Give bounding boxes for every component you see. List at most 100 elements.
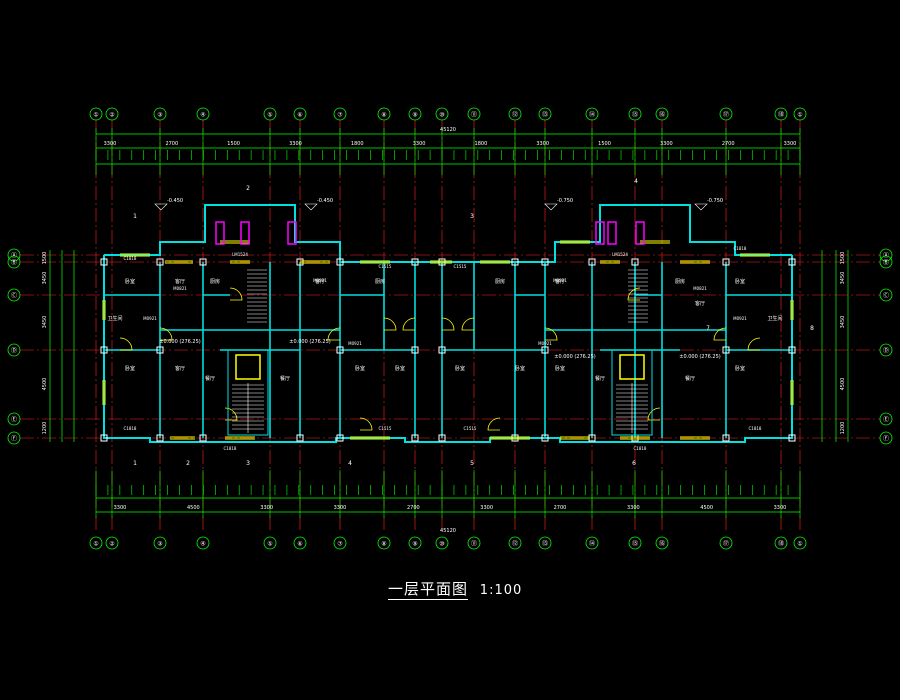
column: [631, 258, 639, 266]
axis-bubble-label: ⑤: [267, 112, 272, 119]
room-label: 餐厅: [595, 375, 605, 382]
column: [722, 434, 730, 442]
axis-bubble: [7, 412, 21, 426]
room-label: 厨房: [375, 278, 385, 285]
room-label: 餐厅: [280, 375, 290, 382]
axis-bubble-label: ⑬: [542, 540, 548, 548]
column: [296, 258, 304, 266]
axis-bubble-label: ⑫: [512, 111, 518, 119]
level-text: -0.450: [317, 198, 333, 204]
section-number: 3: [470, 213, 474, 220]
stair-well: [611, 349, 653, 436]
axis-bubble: [538, 536, 552, 550]
axis-bubble-label: Ⓕ: [883, 435, 889, 443]
axis-bubble-label: ②: [109, 112, 115, 119]
dimension-text: 1800: [475, 141, 488, 147]
elevator-shaft: [619, 354, 645, 380]
door-swing: [627, 287, 641, 301]
axis-bubble-label: ⑯: [659, 540, 665, 548]
axis-bubble: [774, 107, 788, 121]
door-swing: [461, 317, 475, 331]
door-swing: [327, 327, 341, 341]
room-label: 卧室: [735, 278, 745, 285]
axis-bubble-label: ①: [93, 112, 98, 119]
column: [438, 434, 446, 442]
column: [411, 434, 419, 442]
dimension-text: 3300: [260, 505, 273, 511]
axis-bubble: [89, 536, 103, 550]
axis-bubble-label: Ⓑ: [883, 259, 889, 267]
element-tag: C1818: [224, 446, 237, 451]
room-label: 卧室: [125, 365, 135, 372]
dimension-text: 3300: [334, 505, 347, 511]
dimension-text-right: 1200: [840, 422, 846, 435]
axis-bubble: [7, 248, 21, 262]
axis-bubble: [263, 536, 277, 550]
door-frame: [635, 221, 645, 245]
axis-bubble-label: ⑨: [412, 541, 417, 548]
level-text: -0.750: [707, 198, 723, 204]
room-label: 卧室: [555, 365, 565, 372]
column: [336, 434, 344, 442]
door-swing: [487, 417, 501, 431]
dimension-text-left: 3450: [42, 316, 48, 329]
axis-bubble: [538, 107, 552, 121]
element-tag: M0921: [348, 341, 362, 346]
axis-bubble-label: ⑮: [632, 111, 638, 119]
dimension-text-right: 4500: [840, 378, 846, 391]
column: [588, 258, 596, 266]
element-tag: M0821: [313, 278, 327, 283]
axis-bubble-label: ⑮: [632, 540, 638, 548]
dimension-text: 3300: [660, 141, 673, 147]
section-number: 8: [810, 325, 814, 332]
axis-bubble: [105, 107, 119, 121]
dimension-text: 2700: [407, 505, 420, 511]
dimension-text: 1500: [227, 141, 240, 147]
door-swing: [359, 417, 373, 431]
door-swing: [544, 327, 558, 341]
axis-bubble: [467, 107, 481, 121]
axis-bubble-label: ⑭: [589, 540, 595, 548]
door-swing: [647, 407, 661, 421]
dimension-text: 3300: [774, 505, 787, 511]
axis-bubble: [105, 536, 119, 550]
windows: [102, 240, 794, 440]
room-label: 卧室: [125, 278, 135, 285]
column: [156, 434, 164, 442]
level-text: ±0.000 (276.25): [679, 354, 721, 360]
room-label: 客厅: [175, 278, 185, 285]
section-number: 1: [133, 213, 137, 220]
room-label: 卫生间: [767, 315, 782, 322]
axis-bubble-label: ②: [109, 541, 115, 548]
axis-bubble-label: ⑰: [723, 111, 729, 119]
door-frame: [595, 221, 605, 245]
axis-bubble-label: ⑯: [659, 111, 665, 119]
dimension-text: 2700: [722, 141, 735, 147]
axis-bubble-label: ⑤: [267, 541, 272, 548]
drawing-title-block: 一层平面图 1:100: [388, 578, 522, 600]
room-label: 客厅: [695, 300, 705, 307]
door-swing: [713, 327, 727, 341]
element-tag: C1818: [749, 426, 762, 431]
door-swing: [159, 327, 173, 341]
axis-bubble-label: Ⓕ: [11, 435, 17, 443]
column: [722, 258, 730, 266]
axis-bubble: [377, 107, 391, 121]
room-label: 厨房: [210, 278, 220, 285]
grid-axis-lines: [20, 120, 880, 530]
room-label: 卧室: [455, 365, 465, 372]
axis-bubble-label: Ⓒ: [11, 292, 17, 300]
axis-bubble-label: ⑱: [778, 540, 784, 548]
door-swing: [229, 287, 243, 301]
element-tag: M0821: [553, 278, 567, 283]
axis-bubble-label: Ⓐ: [883, 252, 889, 260]
column: [411, 346, 419, 354]
element-tag: C1818: [124, 256, 137, 261]
element-tag: C1515: [454, 264, 467, 269]
room-label: 卧室: [395, 365, 405, 372]
stair-well: [227, 349, 269, 436]
axis-bubble-label: ④: [200, 112, 205, 119]
room-label: 厨房: [675, 278, 685, 285]
axis-bubble-label: ④: [200, 541, 205, 548]
section-number: 7: [706, 325, 710, 332]
